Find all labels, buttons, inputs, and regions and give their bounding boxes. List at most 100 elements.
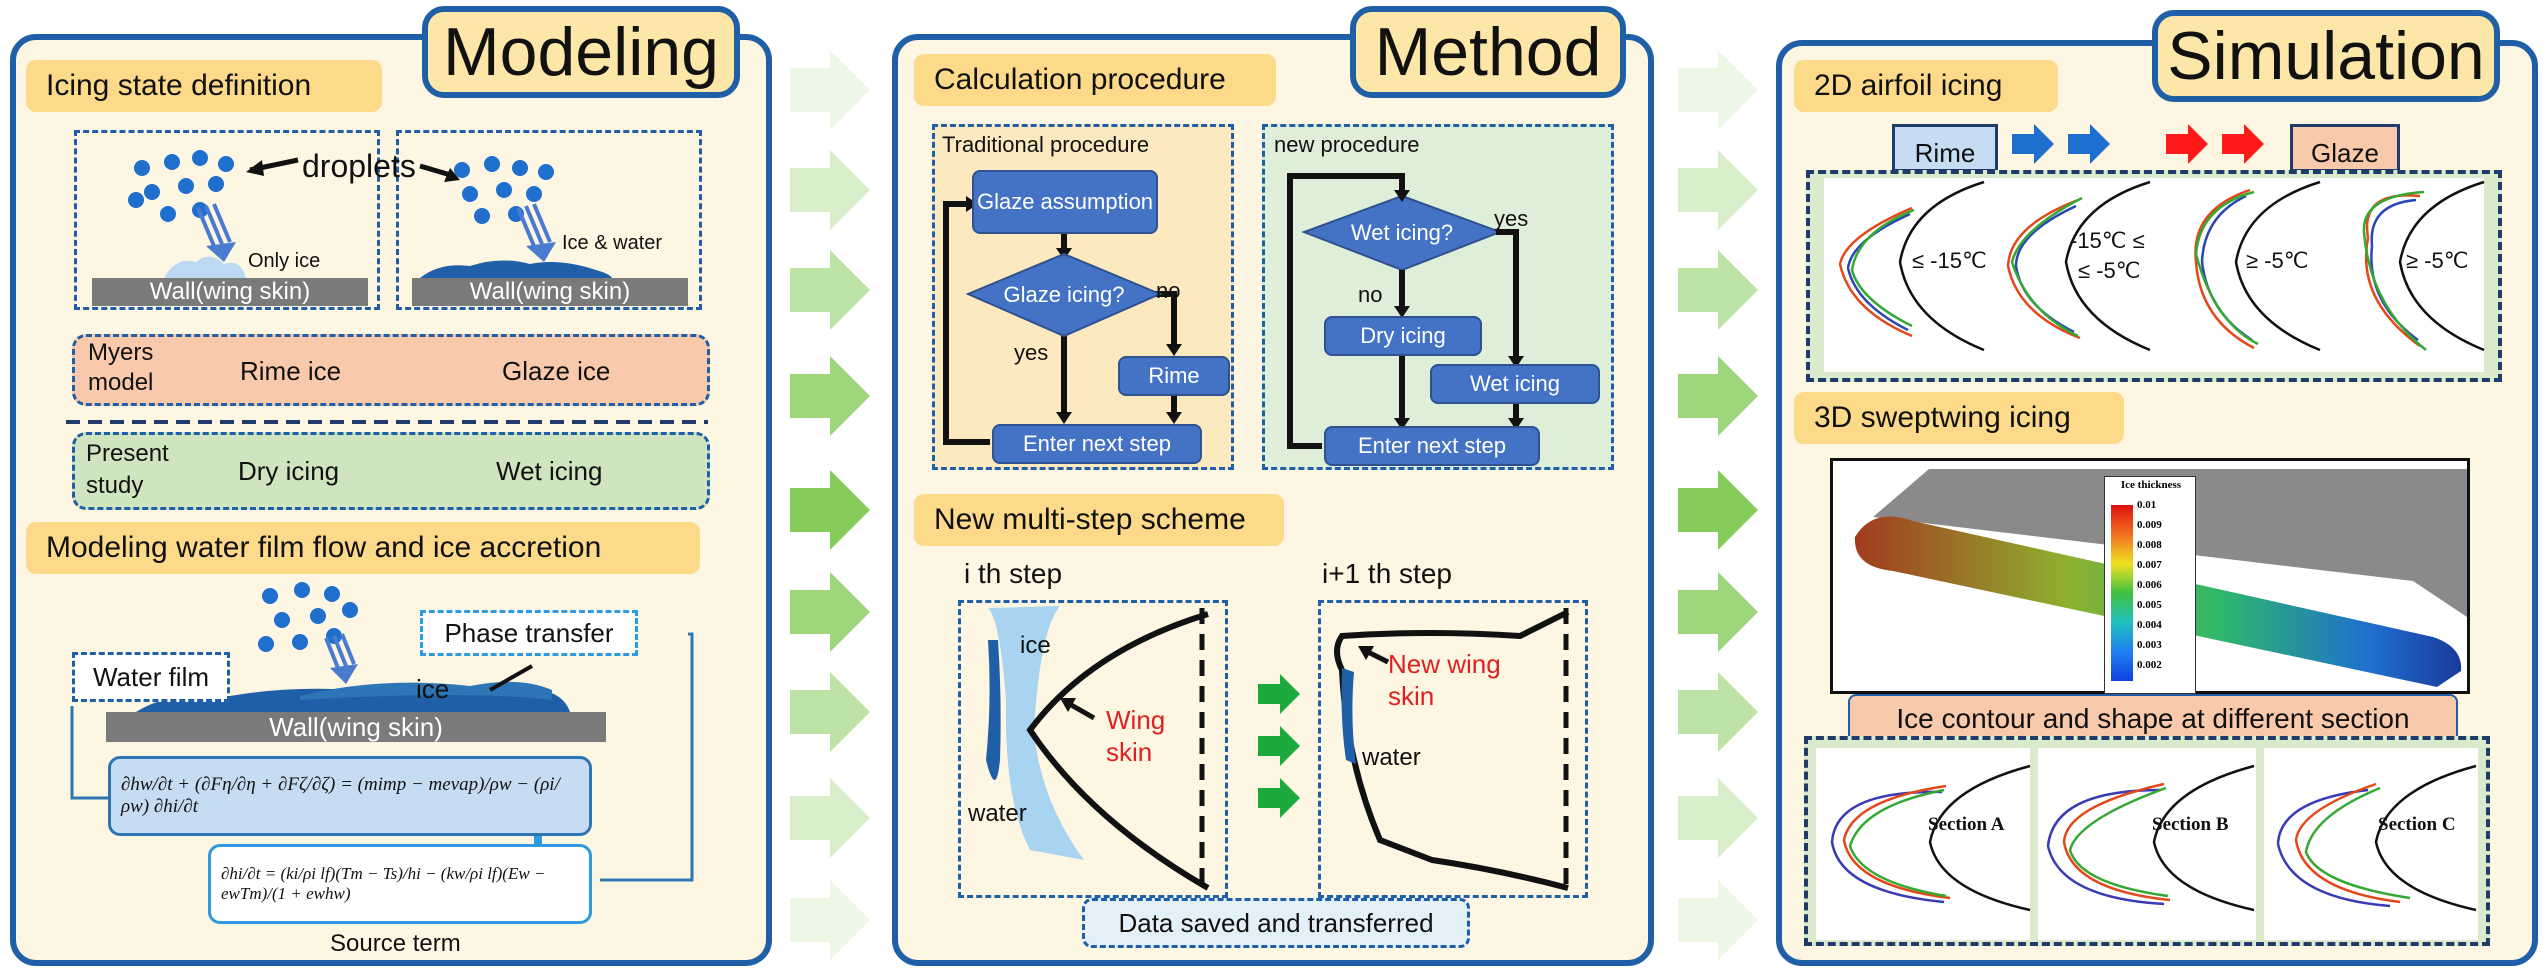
green-flow-arrow [790, 880, 870, 960]
only-ice-label: Only ice [248, 250, 321, 272]
legend-value: 0.002 [2137, 659, 2162, 671]
simulation-title: Simulation [2152, 10, 2500, 102]
green-flow-arrow [1678, 572, 1758, 652]
green-flow-arrow [1678, 778, 1758, 858]
green-flow-arrow [790, 572, 870, 652]
legend-value: 0.004 [2137, 619, 2162, 631]
green-flow-arrow [790, 470, 870, 550]
droplet-box-right [396, 130, 702, 310]
section-b-label: Section B [2152, 814, 2229, 835]
wall-right [412, 278, 688, 306]
traditional-label: Traditional procedure [942, 132, 1150, 157]
section-b-panel [2038, 748, 2256, 940]
new-procedure-label: new procedure [1274, 132, 1420, 157]
source-term-label: Source term [330, 930, 461, 957]
wall-left-label: Wall(wing skin) [149, 278, 311, 305]
green-flow-arrow [790, 50, 870, 130]
ith-step-box [958, 600, 1228, 898]
arrow-column-right [1678, 50, 1758, 960]
modeling-title: Modeling [422, 6, 740, 98]
film-ice-label: ice [416, 674, 450, 704]
airfoil-temp-1: ≤ -15℃ [1912, 248, 1987, 273]
wall-right-label: Wall(wing skin) [469, 278, 631, 305]
wing-skin-label: Wing skin [1106, 705, 1166, 767]
green-flow-arrow [790, 250, 870, 330]
present-dry: Dry icing [238, 456, 340, 486]
ice-accretion-ith [988, 606, 1084, 860]
green-flow-arrow [1678, 880, 1758, 960]
legend-colorbar [2111, 505, 2133, 681]
section-c-label: Section C [2378, 814, 2456, 835]
legend-value: 0.003 [2137, 639, 2162, 651]
enter-next-step-new: Enter next step [1324, 426, 1540, 466]
rime-glaze-arrows [2012, 124, 2264, 164]
present-row [72, 432, 710, 510]
ith-step-label: i th step [964, 558, 1063, 589]
transfer-arrows [1258, 674, 1300, 818]
droplets-label: droplets [302, 148, 416, 184]
green-flow-arrow [790, 356, 870, 436]
water-film-label: Water film [72, 652, 230, 702]
myers-glaze: Glaze ice [502, 356, 611, 386]
green-flow-arrow [1678, 356, 1758, 436]
ith-water-label: water [968, 800, 1027, 827]
i1th-step-label: i+1 th step [1322, 558, 1452, 589]
wet-yes-label: yes [1494, 206, 1529, 231]
dry-icing-box: Dry icing [1324, 316, 1482, 356]
green-flow-arrow [790, 150, 870, 230]
legend-title: Ice thickness [2120, 479, 2182, 491]
data-saved-label: Data saved and transferred [1082, 898, 1470, 948]
impact-arrows-left [196, 203, 232, 247]
legend-value: 0.01 [2137, 499, 2157, 511]
method-title: Method [1350, 6, 1626, 98]
wet-icing-box: Wet icing [1430, 364, 1600, 404]
section-a-label: Section A [1928, 814, 2005, 835]
myers-rime: Rime ice [240, 356, 342, 386]
glaze-icing-question: Glaze icing? [1003, 282, 1125, 307]
phase-transfer-label: Phase transfer [420, 610, 638, 656]
wall-left [92, 278, 368, 306]
rime-box: Rime [1118, 356, 1230, 396]
airfoil-sections [1898, 180, 2485, 352]
green-flow-arrow [790, 778, 870, 858]
arrow-column-left [790, 50, 870, 960]
myers-label: Myers model [88, 339, 154, 396]
new-procedure-box [1262, 124, 1614, 470]
airfoil-temp-2a: -15℃ ≤ [2070, 228, 2145, 253]
film-title: Modeling water film flow and ice accreti… [26, 522, 700, 574]
green-flow-arrow [790, 672, 870, 752]
new-wing-skin-label: New wing skin [1388, 649, 1501, 711]
glaze-yes-label: yes [1014, 340, 1049, 365]
wing-skin-ith [1026, 611, 1210, 891]
equation-ice-growth: ∂hi/∂t = (ki/ρi lf)(Tm − Ts)/hi − (kw/ρi… [208, 844, 592, 924]
sweptwing-title: 3D sweptwing icing [1794, 392, 2124, 444]
glaze-water-shape [420, 260, 612, 278]
glaze-tag: Glaze [2290, 124, 2400, 172]
multistep-title: New multi-step scheme [914, 494, 1284, 546]
ice-water-label: Ice & water [562, 232, 663, 254]
glaze-decision-diamond [965, 252, 1163, 338]
wet-icing-question: Wet icing? [1350, 220, 1454, 245]
green-flow-arrow [1678, 150, 1758, 230]
wall-film [106, 712, 606, 742]
rime-ice-shape [164, 256, 246, 278]
green-flow-arrow [1678, 50, 1758, 130]
myers-row [72, 334, 710, 406]
ith-ice-label: ice [1020, 632, 1051, 659]
legend-value: 0.006 [2137, 579, 2162, 591]
legend-value: 0.009 [2137, 519, 2162, 531]
present-wet: Wet icing [496, 456, 603, 486]
icing-state-title: Icing state definition [26, 60, 382, 112]
airfoil-temp-2b: ≤ -5℃ [2078, 258, 2141, 283]
present-label: Present study [86, 440, 169, 499]
equation-water-film: ∂hw/∂t + (∂Fη/∂η + ∂Fζ/∂ζ) = (mimp − mev… [108, 756, 592, 836]
airfoil-temp-4: ≥ -5℃ [2406, 248, 2469, 273]
airfoil-title: 2D airfoil icing [1794, 60, 2058, 112]
droplets-left-icon [128, 150, 234, 222]
